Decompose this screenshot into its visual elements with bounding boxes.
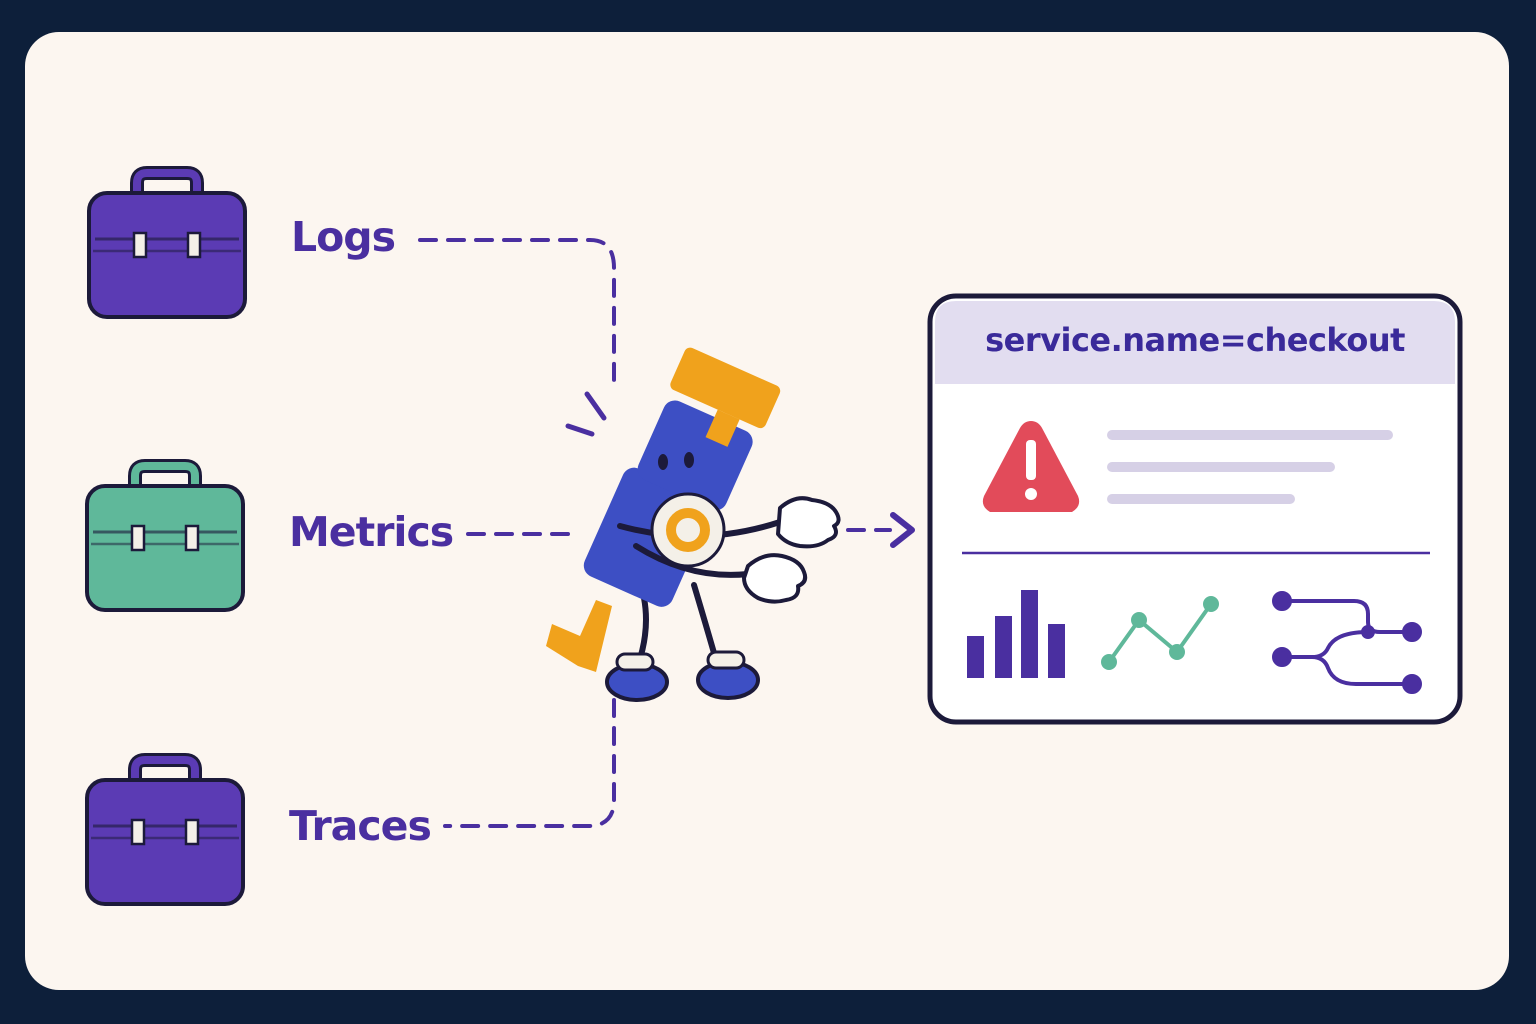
- message-lines: [1107, 430, 1393, 504]
- source-label-metrics: Metrics: [289, 508, 454, 556]
- robot-collector-icon: [546, 347, 841, 702]
- dashboard-filter-query: service.name=checkout: [985, 321, 1405, 359]
- metrics-briefcase-icon: [87, 466, 243, 610]
- source-label-logs: Logs: [291, 213, 396, 261]
- connector-lines: [418, 238, 892, 828]
- arrow-right-icon: [890, 512, 915, 548]
- traces-briefcase-icon: [87, 760, 243, 904]
- warning-icon: [982, 421, 1080, 512]
- dashboard-card: [927, 293, 1463, 725]
- trace-tree-icon: [1272, 591, 1422, 694]
- line-chart-icon: [1101, 596, 1219, 670]
- logs-briefcase-icon: [89, 173, 245, 317]
- source-label-traces: Traces: [289, 802, 432, 850]
- bar-chart-icon: [967, 590, 1065, 678]
